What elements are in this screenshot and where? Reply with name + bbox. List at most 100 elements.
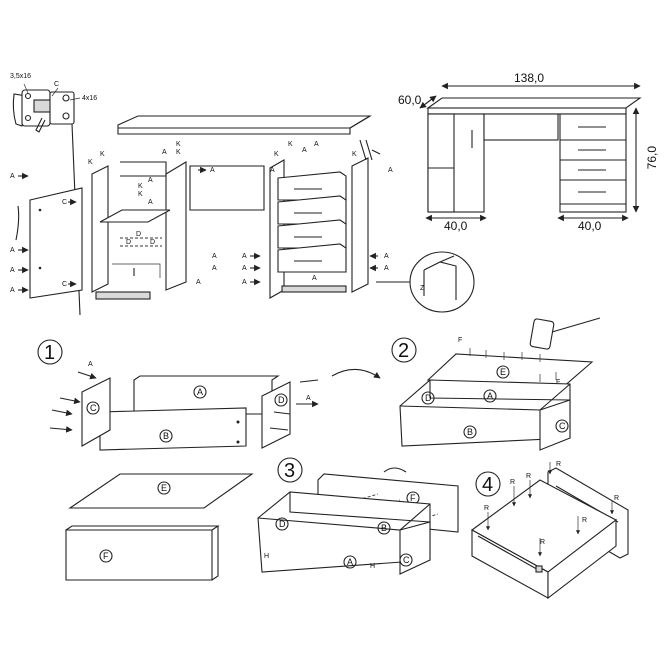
step-2: 2 E F F A B D C xyxy=(391,317,601,451)
step-number-circle xyxy=(277,457,303,483)
callout-label-a: A xyxy=(210,167,215,174)
part-circle xyxy=(496,365,510,379)
screw xyxy=(51,409,73,417)
part-label-a: A xyxy=(197,387,203,397)
callout-label-k: K xyxy=(352,151,357,158)
screw-label-r: R xyxy=(582,517,587,524)
panel-edge xyxy=(349,115,371,129)
exploded-desk-view: A A A A C C K K K K A A A K K A D D D A xyxy=(10,115,475,313)
cabinet-door xyxy=(29,187,83,299)
drawer-3 xyxy=(277,219,347,249)
callout-label-a: A xyxy=(384,265,389,272)
screw-label-r: R xyxy=(484,505,489,512)
hinge-door-edge xyxy=(12,93,27,127)
right-plinth xyxy=(281,285,347,293)
step-number: 3 xyxy=(284,460,295,482)
screw xyxy=(269,427,289,431)
screw-size-label-a: 3,5x16 xyxy=(10,73,31,80)
left-width-dimension: 40,0 xyxy=(444,219,468,233)
assembled-desk-view: 138,0 60,0 76,0 40,0 40,0 xyxy=(398,71,659,233)
drawer-front-panel xyxy=(65,529,213,581)
callout-label-k: K xyxy=(274,151,279,158)
part-circle xyxy=(399,553,413,567)
callout-label-d: D xyxy=(150,239,155,246)
right-outer-panel xyxy=(351,157,369,293)
runner-detail: Z xyxy=(376,251,475,313)
step-4: 4 R R R R R R R xyxy=(470,461,629,600)
callout-label-a: A xyxy=(212,265,217,272)
part-label-b: B xyxy=(467,427,473,437)
left-back-rail xyxy=(120,161,167,177)
hinge-screw-hole xyxy=(62,94,70,102)
part-callouts: A A A A C C K K K K A A A K K A D D D A xyxy=(10,141,393,294)
step-number: 1 xyxy=(44,342,55,364)
drawer-front-edge xyxy=(65,525,220,581)
screw xyxy=(273,411,291,415)
right-width-dimension: 40,0 xyxy=(578,219,602,233)
hammer-head-icon xyxy=(529,318,555,350)
callout-label-a: A xyxy=(302,147,307,154)
callout-label-a: A xyxy=(196,279,201,286)
step-transition-arrow xyxy=(331,368,381,379)
door-handle xyxy=(15,205,20,241)
detail-label-z: Z xyxy=(420,285,425,292)
screwdriver-icon xyxy=(359,139,373,161)
drawer-4 xyxy=(277,243,347,273)
hole-mark xyxy=(236,420,240,424)
part-label-c: C xyxy=(559,421,566,431)
hole-mark xyxy=(236,440,240,444)
part-label-e: E xyxy=(500,367,506,377)
nails xyxy=(469,348,557,382)
step-number-circle xyxy=(37,339,63,365)
callout-label-a: A xyxy=(162,149,167,156)
hinge-screw-hole xyxy=(62,112,70,120)
drawer-2 xyxy=(277,195,347,225)
height-dimension: 76,0 xyxy=(645,146,659,170)
leader-line xyxy=(51,87,59,97)
assembled-open-shelf xyxy=(427,113,455,213)
screw-label-r: R xyxy=(526,473,531,480)
part-circle xyxy=(193,385,207,399)
bottom-panel-outline xyxy=(112,263,161,278)
drawer-side-step4 xyxy=(547,518,617,600)
dowel-guide xyxy=(120,237,162,247)
runner-screw xyxy=(439,255,455,263)
screw-size-label-b: 4x16 xyxy=(82,95,97,102)
left-side-panel xyxy=(91,165,109,293)
callout-label-d: D xyxy=(126,239,131,246)
depth-dimension-line xyxy=(419,95,437,109)
drawer-side-panel-d xyxy=(261,381,291,449)
part-label-c: C xyxy=(90,403,97,413)
hammer-handle-icon xyxy=(551,317,601,333)
drawer-front-inner-panel xyxy=(99,407,247,451)
runner-profile xyxy=(423,261,457,300)
hinge-detail: 3,5x16 4x16 C xyxy=(10,73,97,316)
step-number: 2 xyxy=(398,340,409,362)
part-label-d: D xyxy=(425,393,432,403)
drawer-box-side xyxy=(539,399,571,451)
callout-label-k: K xyxy=(288,141,293,148)
hinge-screw-hole xyxy=(24,92,32,100)
part-circle xyxy=(275,517,289,531)
callout-label-k: K xyxy=(176,149,181,156)
left-plinth xyxy=(95,291,151,300)
drawer-1 xyxy=(277,171,347,201)
door-hole xyxy=(38,208,42,212)
callout-label-a: A xyxy=(388,167,393,174)
width-dimension: 138,0 xyxy=(514,71,544,85)
part-circle xyxy=(99,549,113,563)
part-label-c: C xyxy=(403,555,410,565)
part-label-a: A xyxy=(347,557,353,567)
callout-label-k: K xyxy=(88,159,93,166)
left-shelf xyxy=(99,209,171,223)
runner-end xyxy=(535,565,543,573)
fixing-label-h: H xyxy=(264,553,269,560)
part-label-d: D xyxy=(279,519,286,529)
callout-label-a: A xyxy=(212,253,217,260)
screw xyxy=(59,397,81,405)
leader-line xyxy=(23,83,29,94)
hinge-screw-hole xyxy=(24,114,32,122)
drawer-back-panel xyxy=(133,375,280,415)
part-circle xyxy=(274,393,288,407)
